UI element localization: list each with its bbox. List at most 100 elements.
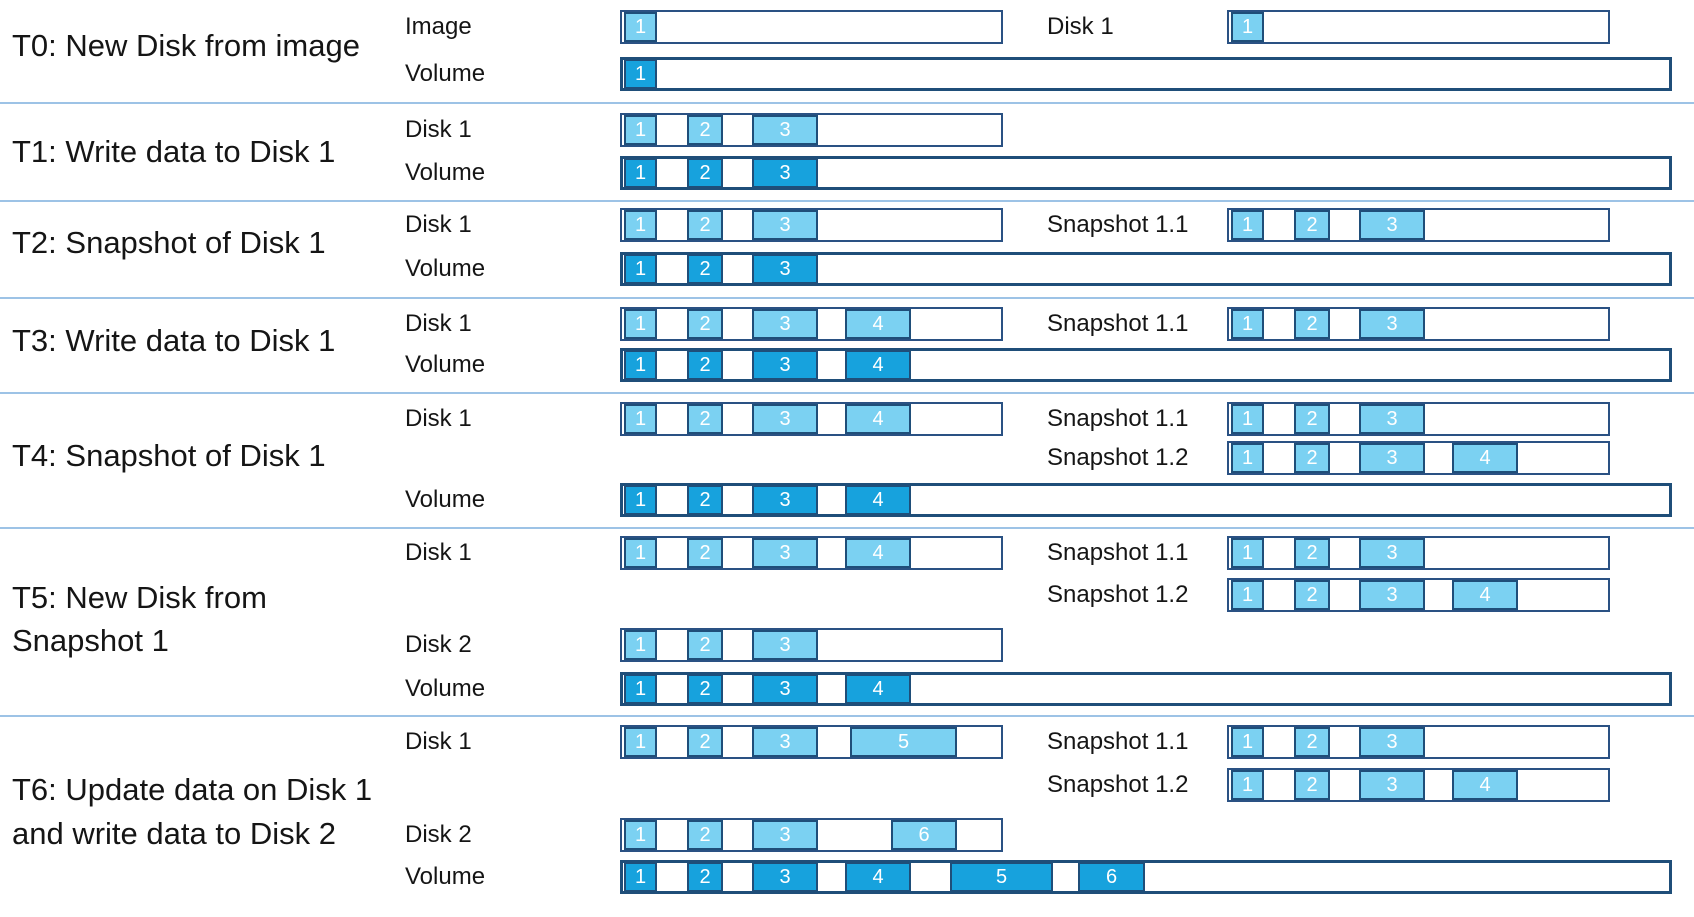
block-number: 3 [779,119,791,141]
disk-bar [620,10,1003,44]
data-block: 1 [624,309,657,339]
block-number: 4 [872,678,884,700]
data-block: 3 [752,485,818,515]
data-block: 1 [1231,770,1264,800]
data-block: 4 [845,862,911,892]
block-number: 3 [1386,214,1398,236]
data-block: 4 [1452,770,1518,800]
data-block: 1 [1231,538,1264,568]
row-label-volume: Volume [405,486,486,513]
block-number: 2 [1306,584,1318,606]
data-block: 2 [1294,309,1330,339]
data-block: 4 [845,404,911,434]
data-block: 1 [1231,12,1264,42]
section-title: T4: Snapshot of Disk 1 [12,438,326,473]
block-number: 1 [1241,774,1254,796]
block-number: 1 [1241,313,1254,335]
block-number: 3 [779,678,791,700]
block-number: 4 [872,866,884,888]
row-label-disk-1: Disk 1 [405,405,472,432]
row-label-volume: Volume [405,255,486,282]
block-number: 3 [1386,408,1398,430]
row-label-disk-1: Disk 1 [405,310,472,337]
block-number: 1 [1241,731,1254,753]
block-number: 1 [1241,584,1254,606]
data-block: 3 [752,158,818,188]
block-number: 1 [1241,408,1254,430]
data-block: 2 [1294,210,1330,240]
block-number: 1 [634,866,647,888]
block-number: 3 [779,824,791,846]
block-number: 1 [634,731,647,753]
data-block: 4 [845,309,911,339]
block-number: 1 [634,162,647,184]
data-block: 1 [624,862,657,892]
block-number: 2 [1306,731,1318,753]
data-block: 1 [1231,404,1264,434]
section-separator [0,200,1694,202]
data-block: 2 [1294,404,1330,434]
section-separator [0,102,1694,104]
data-block: 2 [1294,443,1330,473]
block-number: 2 [699,119,711,141]
data-block: 2 [1294,727,1330,757]
block-number: 3 [1386,584,1398,606]
row-label-volume: Volume [405,351,486,378]
data-block: 3 [1359,443,1425,473]
block-number: 3 [779,258,791,280]
block-number: 1 [634,63,647,85]
row-label-volume: Volume [405,60,486,87]
block-number: 1 [634,119,647,141]
data-block: 2 [687,538,723,568]
section-title: T1: Write data to Disk 1 [12,134,336,169]
data-block: 1 [624,158,657,188]
block-number: 1 [1241,16,1254,38]
block-number: 3 [779,162,791,184]
data-block: 3 [1359,210,1425,240]
data-block: 1 [1231,210,1264,240]
section-title: and write data to Disk 2 [12,816,336,851]
data-block: 1 [624,674,657,704]
data-block: 4 [845,674,911,704]
section-separator [0,297,1694,299]
section-separator [0,527,1694,529]
data-block: 4 [845,538,911,568]
block-number: 3 [1386,313,1398,335]
data-block: 3 [752,674,818,704]
data-block: 5 [950,862,1053,892]
row-label-volume: Volume [405,675,486,702]
block-number: 1 [634,16,647,38]
block-number: 4 [872,313,884,335]
block-number: 2 [699,214,711,236]
data-block: 2 [687,485,723,515]
row-label-disk-1: Disk 1 [405,116,472,143]
block-number: 2 [699,634,711,656]
block-number: 1 [634,678,647,700]
row-label-snapshot-1.2: Snapshot 1.2 [1047,444,1189,471]
block-number: 3 [779,866,791,888]
block-number: 3 [1386,542,1398,564]
block-number: 4 [872,542,884,564]
row-label-disk-2: Disk 2 [405,821,472,848]
data-block: 3 [1359,404,1425,434]
block-number: 2 [699,258,711,280]
data-block: 3 [1359,538,1425,568]
block-number: 2 [699,866,711,888]
data-block: 1 [1231,443,1264,473]
data-block: 3 [1359,309,1425,339]
data-block: 1 [624,59,657,89]
block-number: 3 [779,634,791,656]
data-block: 4 [845,350,911,380]
block-number: 4 [1479,774,1491,796]
section-title: T3: Write data to Disk 1 [12,323,336,358]
block-number: 3 [779,214,791,236]
block-number: 2 [699,354,711,376]
data-block: 2 [687,630,723,660]
data-block: 3 [752,350,818,380]
row-label-disk-1: Disk 1 [405,211,472,238]
data-block: 3 [1359,727,1425,757]
data-block: 1 [624,630,657,660]
block-number: 2 [1306,447,1318,469]
section-title: T5: New Disk from [12,580,267,615]
